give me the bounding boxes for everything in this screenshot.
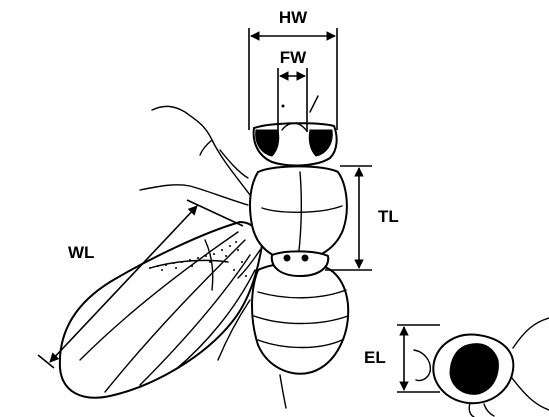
frons-width-measure: FW: [278, 48, 307, 132]
fw-label: FW: [280, 48, 307, 67]
wl-label: WL: [68, 243, 94, 262]
front-leg-upper: [152, 106, 250, 195]
tl-label: TL: [378, 207, 399, 226]
thorax: [250, 166, 347, 260]
abdomen: [252, 263, 348, 374]
front-leg-lower: [140, 185, 248, 205]
head-width-measure: HW: [249, 8, 337, 130]
side-eye: [450, 344, 498, 395]
el-label: EL: [364, 348, 386, 367]
head-side-view: EL: [364, 318, 549, 417]
fly-body-illustration: [60, 96, 348, 408]
scutellum: [272, 251, 328, 276]
hw-label: HW: [279, 8, 308, 27]
